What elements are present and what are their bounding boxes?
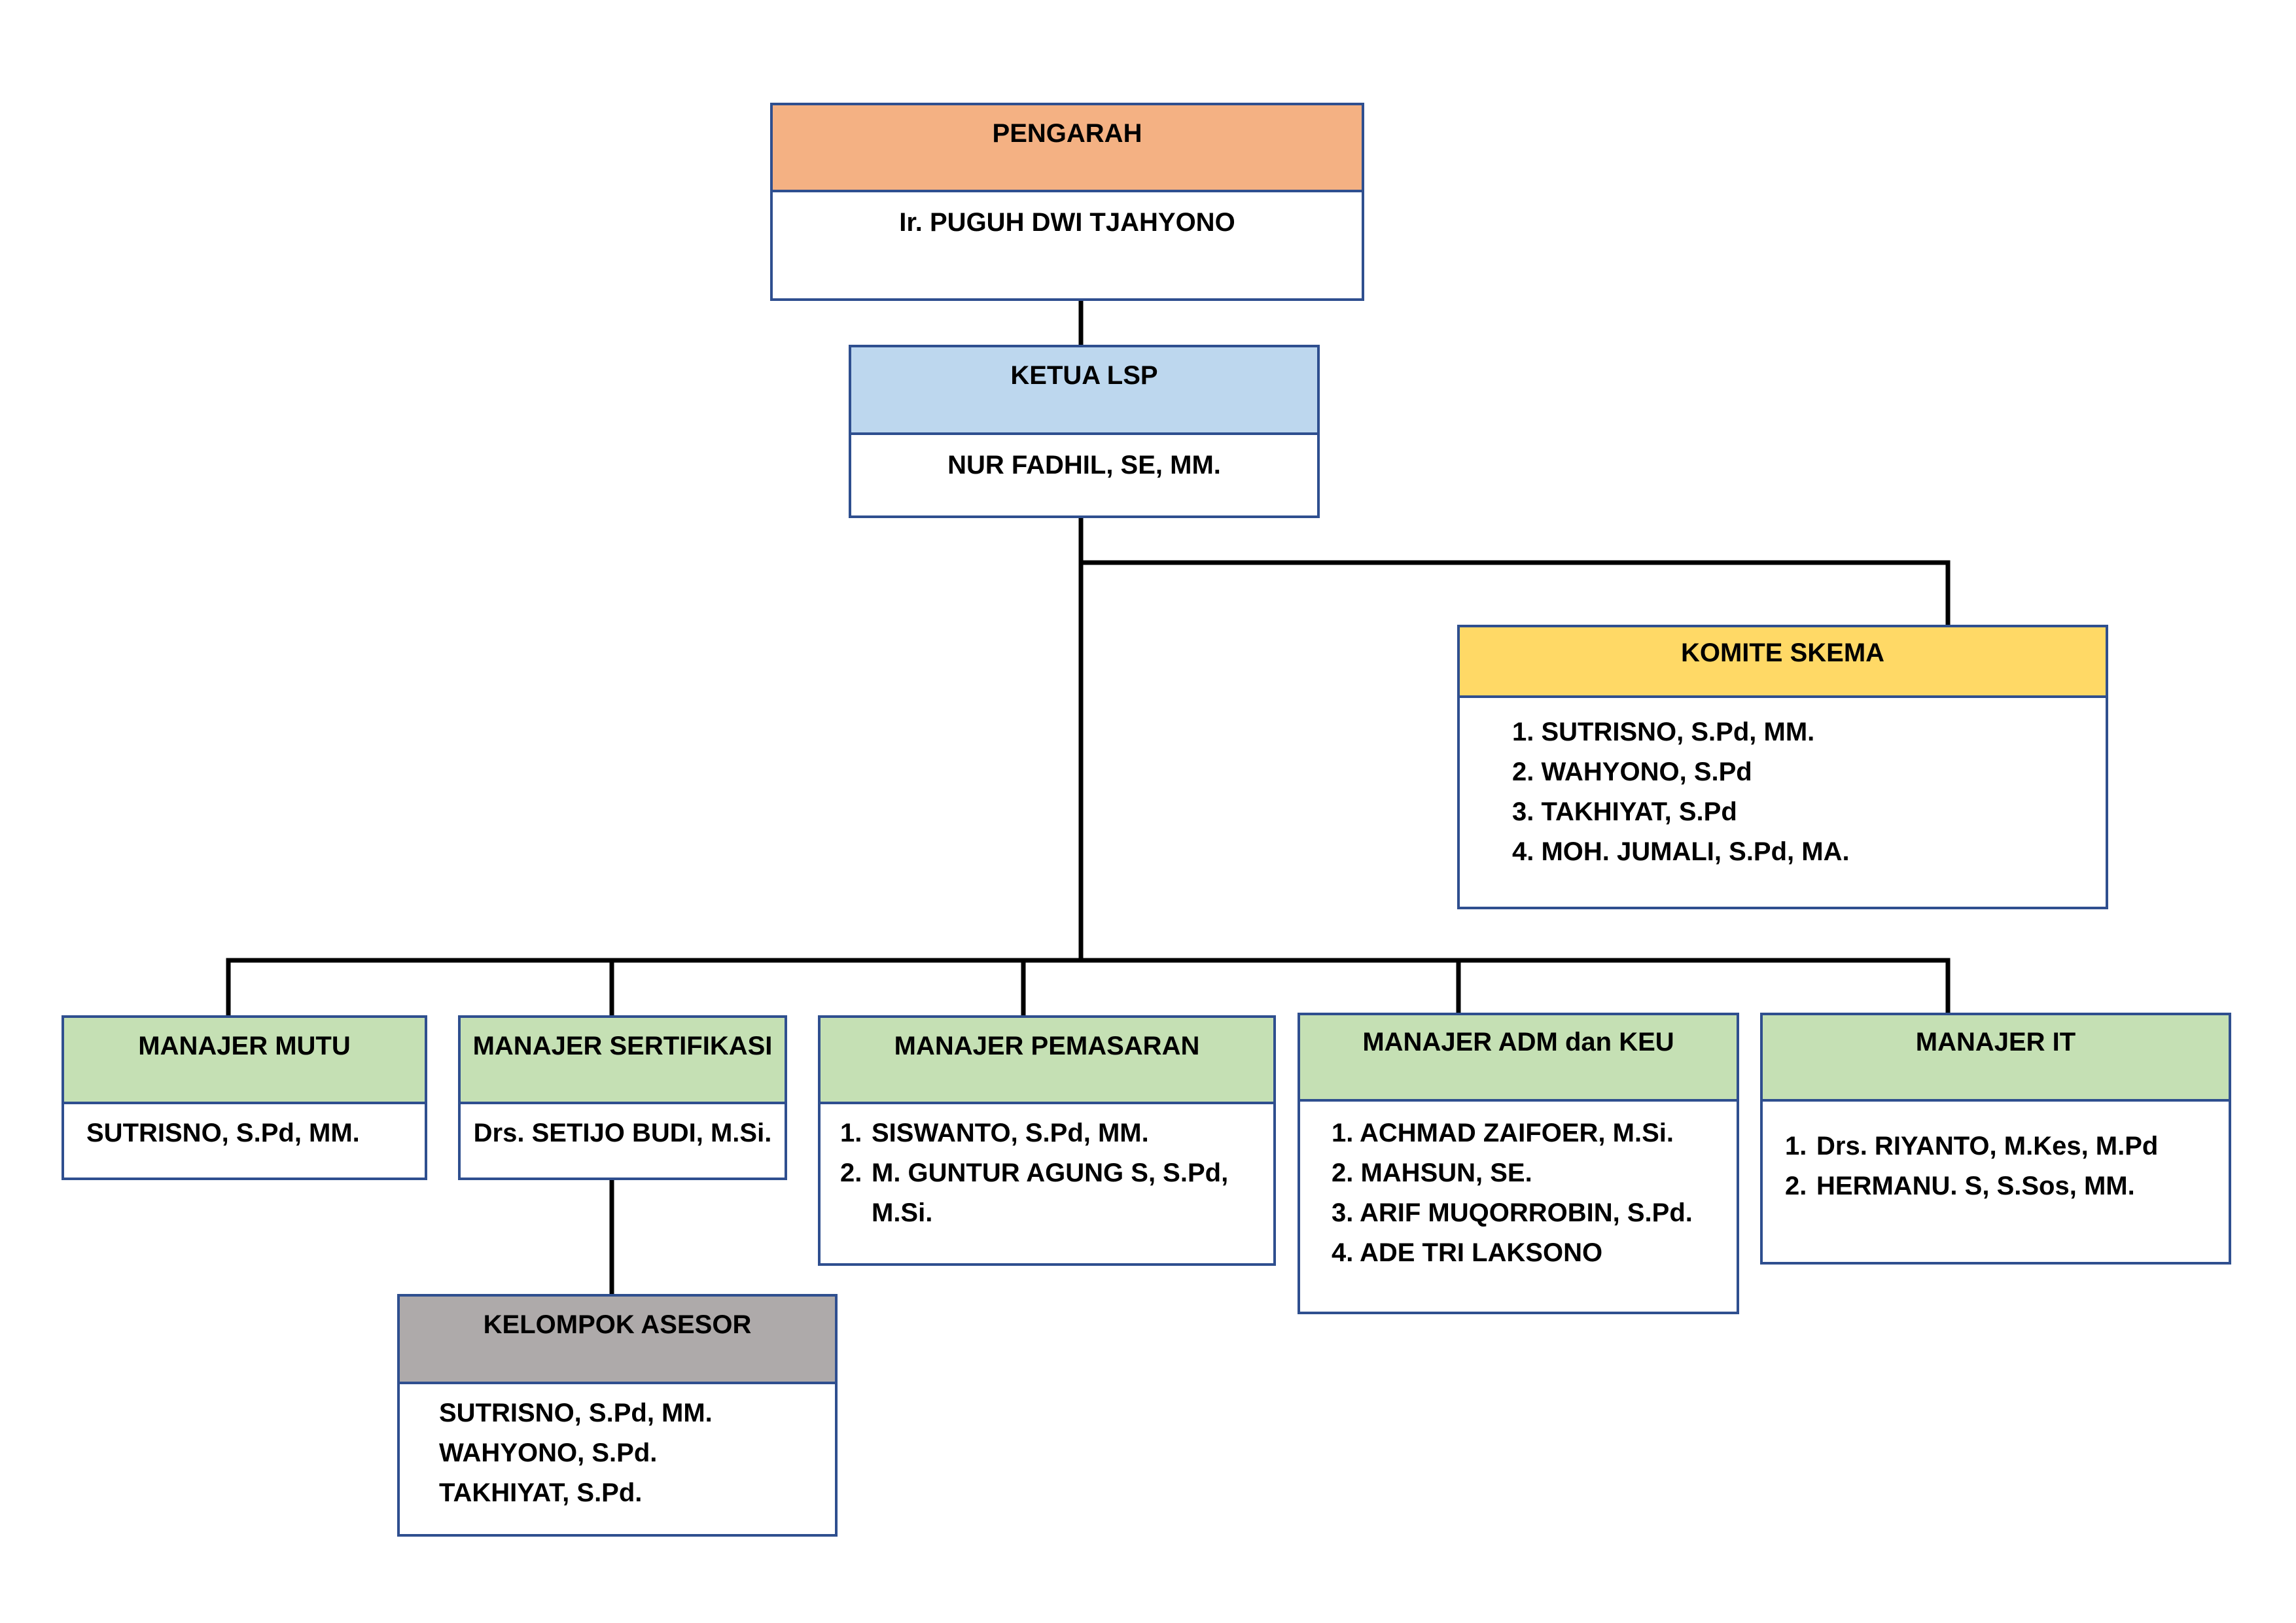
- list-number: 2.: [1785, 1172, 1807, 1200]
- ketua-title: KETUA LSP: [851, 347, 1317, 435]
- list-item: 1. SUTRISNO, S.Pd, MM.: [1512, 718, 1815, 746]
- pengarah-box: PENGARAH Ir. PUGUH DWI TJAHYONO: [770, 103, 1364, 301]
- ketua-box: KETUA LSP NUR FADHIL, SE, MM.: [849, 345, 1320, 518]
- manajer-adm-keu-members: 1. ACHMAD ZAIFOER, M.Si. 2. MAHSUN, SE. …: [1300, 1102, 1737, 1312]
- list-item: 2. WAHYONO, S.Pd: [1512, 758, 1752, 786]
- manajer-pemasaran-box: MANAJER PEMASARAN 1. SISWANTO, S.Pd, MM. …: [818, 1015, 1276, 1266]
- list-item: 4. ADE TRI LAKSONO: [1332, 1238, 1603, 1267]
- komite-skema-box: KOMITE SKEMA 1. SUTRISNO, S.Pd, MM. 2. W…: [1457, 625, 2108, 909]
- manajer-it-members: 1. Drs. RIYANTO, M.Kes, M.Pd 2. HERMANU. S…: [1763, 1102, 2229, 1262]
- manajer-pemasaran-members: 1. SISWANTO, S.Pd, MM. 2. M. GUNTUR AGUNG …: [821, 1104, 1273, 1263]
- list-item: 2. HERMANU. S, S.Sos, MM.: [1785, 1166, 2229, 1206]
- manajer-adm-keu-title: MANAJER ADM dan KEU: [1300, 1015, 1737, 1102]
- list-text: Drs. RIYANTO, M.Kes, M.Pd: [1816, 1132, 2159, 1161]
- list-item: SUTRISNO, S.Pd, MM.: [439, 1399, 713, 1427]
- pengarah-name: Ir. PUGUH DWI TJAHYONO: [899, 208, 1235, 237]
- manajer-adm-keu-box: MANAJER ADM dan KEU 1. ACHMAD ZAIFOER, M…: [1298, 1013, 1739, 1314]
- manajer-sertifikasi-title: MANAJER SERTIFIKASI: [461, 1018, 785, 1104]
- list-item: 2. M. GUNTUR AGUNG S, S.Pd,: [840, 1153, 1273, 1193]
- manajer-mutu-name: SUTRISNO, S.Pd, MM.: [86, 1119, 360, 1147]
- kelompok-asesor-box: KELOMPOK ASESOR SUTRISNO, S.Pd, MM. WAHY…: [397, 1294, 838, 1537]
- manajer-mutu-title: MANAJER MUTU: [64, 1018, 425, 1104]
- manajer-it-title: MANAJER IT: [1763, 1015, 2229, 1102]
- manajer-mutu-box: MANAJER MUTU SUTRISNO, S.Pd, MM.: [62, 1015, 427, 1180]
- list-number: 1.: [1785, 1132, 1807, 1161]
- kelompok-asesor-members: SUTRISNO, S.Pd, MM. WAHYONO, S.Pd. TAKHI…: [400, 1384, 835, 1534]
- list-item: 3. TAKHIYAT, S.Pd: [1512, 797, 1737, 826]
- list-item-continuation: M.Si.: [872, 1198, 933, 1227]
- manajer-sertifikasi-box: MANAJER SERTIFIKASI Drs. SETIJO BUDI, M.…: [458, 1015, 787, 1180]
- manajer-sertifikasi-name: Drs. SETIJO BUDI, M.Si.: [473, 1119, 772, 1147]
- manajer-pemasaran-title: MANAJER PEMASARAN: [821, 1018, 1273, 1104]
- list-item: 2. MAHSUN, SE.: [1332, 1159, 1532, 1187]
- komite-skema-members: 1. SUTRISNO, S.Pd, MM. 2. WAHYONO, S.Pd …: [1460, 698, 2106, 907]
- list-item: TAKHIYAT, S.Pd.: [439, 1478, 643, 1507]
- list-item: 1. SISWANTO, S.Pd, MM.: [840, 1113, 1273, 1153]
- list-text: HERMANU. S, S.Sos, MM.: [1816, 1172, 2135, 1200]
- list-number: 2.: [840, 1159, 862, 1187]
- list-item: 3. ARIF MUQORROBIN, S.Pd.: [1332, 1198, 1693, 1227]
- list-item: 1. ACHMAD ZAIFOER, M.Si.: [1332, 1119, 1674, 1147]
- ketua-name: NUR FADHIL, SE, MM.: [947, 451, 1221, 480]
- list-text: M. GUNTUR AGUNG S, S.Pd,: [872, 1159, 1229, 1187]
- list-item: 1. Drs. RIYANTO, M.Kes, M.Pd: [1785, 1126, 2229, 1166]
- kelompok-asesor-title: KELOMPOK ASESOR: [400, 1297, 835, 1384]
- list-number: 1.: [840, 1119, 862, 1147]
- komite-skema-title: KOMITE SKEMA: [1460, 627, 2106, 698]
- pengarah-title: PENGARAH: [773, 105, 1362, 192]
- manajer-it-box: MANAJER IT 1. Drs. RIYANTO, M.Kes, M.Pd 2…: [1760, 1013, 2231, 1265]
- list-text: SISWANTO, S.Pd, MM.: [872, 1119, 1149, 1147]
- list-item: 4. MOH. JUMALI, S.Pd, MA.: [1512, 837, 1850, 866]
- list-item: WAHYONO, S.Pd.: [439, 1439, 658, 1467]
